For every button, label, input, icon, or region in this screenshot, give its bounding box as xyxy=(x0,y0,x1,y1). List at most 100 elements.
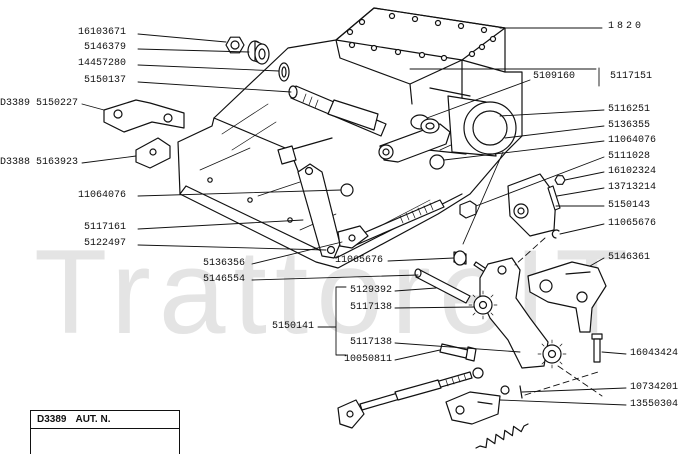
bracket-hole xyxy=(163,113,173,123)
dowel-pin xyxy=(547,185,561,211)
quadrant-lever xyxy=(479,257,549,369)
leader-line xyxy=(137,48,250,53)
gear-icon xyxy=(537,339,567,369)
part-label: 5136355 xyxy=(608,120,651,131)
notes-box-header: D3389 AUT. N. xyxy=(31,411,179,429)
housing-clip xyxy=(277,145,297,165)
bush xyxy=(247,40,270,65)
gear-icon xyxy=(468,290,498,320)
bolt-head xyxy=(346,28,354,36)
leader-line xyxy=(443,140,605,161)
group-bracket xyxy=(317,286,347,356)
lift-shaft xyxy=(288,85,387,137)
cylinder-bore xyxy=(472,110,508,146)
shaft-splines xyxy=(302,93,319,109)
part-label: 5122497 xyxy=(84,238,127,249)
rod-thread xyxy=(445,373,467,387)
bolt-head xyxy=(434,19,442,27)
vertical-bolt xyxy=(591,333,603,363)
axis-line xyxy=(462,151,504,245)
small-block xyxy=(459,200,477,219)
housing-bolts xyxy=(207,12,497,227)
leader-line xyxy=(556,187,605,197)
part-label: 5116251 xyxy=(608,104,651,115)
leader-line xyxy=(137,219,304,230)
support-bracket-slot xyxy=(565,271,591,275)
part-group-label: 5117151 xyxy=(610,71,653,82)
part-label: 14457280 xyxy=(78,58,127,69)
lift-cylinder xyxy=(427,87,517,157)
part-label: 5136356 xyxy=(203,258,246,269)
bracket-hole xyxy=(113,109,123,119)
bush-ring-hole xyxy=(425,122,435,130)
link-plate-body xyxy=(445,391,501,425)
bolt-head xyxy=(418,51,426,59)
long-pin-body xyxy=(415,269,471,304)
leader-line xyxy=(499,399,627,406)
lever-hole xyxy=(497,265,507,275)
leader-line xyxy=(137,189,342,197)
rod-barrel xyxy=(394,379,442,401)
ring-inner xyxy=(281,66,287,78)
bracket-right-plate xyxy=(507,173,557,237)
inner-pin xyxy=(429,154,445,170)
assembly-number: 1820 xyxy=(608,21,645,32)
rod-thread xyxy=(399,202,434,224)
leader-line xyxy=(394,342,521,353)
support-bracket-hole xyxy=(576,291,588,303)
inner-lever-body xyxy=(379,123,451,163)
leader-line xyxy=(137,81,292,93)
notes-box-code: D3389 xyxy=(37,414,67,425)
bracket-hole xyxy=(149,148,157,156)
link-plate-slot xyxy=(477,401,493,405)
bolt-head xyxy=(287,217,293,223)
roller xyxy=(453,250,467,266)
part-label: 5109160 xyxy=(533,71,576,82)
part-label: 11064076 xyxy=(78,190,127,201)
leader-lines xyxy=(81,27,627,406)
bolt-head xyxy=(394,48,402,56)
bolt-head xyxy=(207,177,213,183)
part-label: 5146554 xyxy=(203,274,246,285)
bolt-head xyxy=(480,26,488,34)
leader-line xyxy=(137,64,280,72)
small-hex-nut xyxy=(554,175,566,185)
bolt-head xyxy=(348,41,356,49)
nut-hole xyxy=(230,40,240,50)
leader-line xyxy=(81,103,105,111)
bracket-right-hole xyxy=(517,207,525,215)
notes-box: D3389 AUT. N. xyxy=(30,410,180,454)
leader-line xyxy=(387,257,455,262)
part-label: 5150143 xyxy=(608,200,651,211)
gear-teeth xyxy=(468,290,498,320)
leader-line xyxy=(589,257,605,267)
part-label: 5129392 xyxy=(350,285,393,296)
bolt-head xyxy=(247,197,253,203)
leader-line xyxy=(137,33,227,43)
leader-line xyxy=(564,171,605,181)
long-pin-end xyxy=(414,268,422,278)
bush-pair xyxy=(410,114,440,134)
part-label: 16043424 xyxy=(630,348,679,359)
pivot-pin xyxy=(340,183,354,197)
part-label: D3389 5150227 xyxy=(0,98,79,109)
lever-hole xyxy=(304,166,314,176)
part-label: 13550304 xyxy=(630,399,679,410)
leader-line xyxy=(504,125,605,139)
support-bracket xyxy=(527,261,607,333)
part-label: 11065676 xyxy=(608,218,657,229)
clevis-hole xyxy=(346,410,354,418)
part-label: 5146379 xyxy=(84,42,127,53)
bolt-head xyxy=(468,50,476,58)
threaded-rod xyxy=(337,199,445,249)
part-label: 5150137 xyxy=(84,75,127,86)
part-label: 16103671 xyxy=(78,27,127,38)
bolt-head xyxy=(358,18,366,26)
part-label: 10050811 xyxy=(344,354,393,365)
part-label: 16102324 xyxy=(608,166,657,177)
support-bracket-body xyxy=(527,261,607,333)
part-label: 5146361 xyxy=(608,252,651,263)
notes-box-label: AUT. N. xyxy=(75,414,111,425)
